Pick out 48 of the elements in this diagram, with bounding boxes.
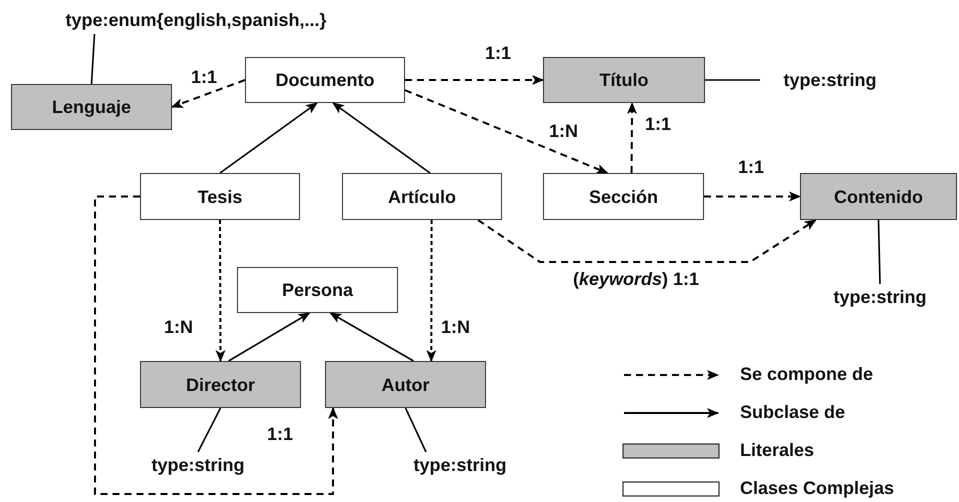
class-name: Título (600, 71, 648, 89)
literal-box (11, 84, 172, 130)
dashed-arrow (426, 220, 436, 362)
class-box (237, 267, 398, 313)
literal-box (543, 57, 705, 103)
arrow (332, 102, 430, 174)
arrow (228, 312, 310, 362)
class-name: Sección (588, 188, 658, 206)
literal-box (800, 173, 957, 220)
connector-line (878, 220, 881, 284)
type-label: type:string (833, 288, 926, 306)
dashed-arrow (171, 79, 246, 108)
class-box (543, 173, 704, 220)
class-name: Contenido (834, 188, 923, 206)
arrow (220, 102, 318, 174)
dashed-arrow (405, 75, 544, 85)
literal-box (325, 361, 486, 408)
edge-label: (keywords) 1:1 (572, 270, 700, 290)
arrow (330, 312, 414, 362)
connector-line (90, 34, 96, 84)
class-box (342, 173, 502, 220)
legend-label: Clases Complejas (740, 478, 894, 499)
dashed-arrow (704, 192, 801, 202)
connector-line (705, 79, 760, 81)
class-name: Tesis (198, 188, 242, 206)
class-box (245, 57, 405, 103)
dashed-arrow (404, 89, 608, 174)
class-name: Documento (276, 71, 374, 89)
class-name: Persona (282, 281, 354, 299)
class-name: Lenguaje (52, 98, 131, 116)
connector-line (404, 408, 427, 452)
legend-label: Se compone de (740, 364, 874, 385)
class-name: Director (186, 376, 256, 394)
legend-label: Subclase de (740, 402, 846, 423)
dashed-arrow (215, 220, 226, 362)
class-name: Autor (382, 376, 430, 394)
legend-label: Literales (740, 440, 814, 461)
type-label: type:string (413, 456, 506, 474)
dashed-arrow (627, 102, 638, 173)
class-box (140, 173, 300, 220)
type-label: type:enum{english,spanish,...} (65, 11, 327, 29)
dashed-arrow (94, 196, 338, 495)
dashed-arrow (477, 219, 817, 263)
type-label: type:string (151, 456, 244, 474)
class-name: Artículo (388, 188, 456, 206)
literal-box (140, 361, 301, 408)
connector-line (197, 408, 222, 452)
type-label: type:string (783, 71, 876, 89)
